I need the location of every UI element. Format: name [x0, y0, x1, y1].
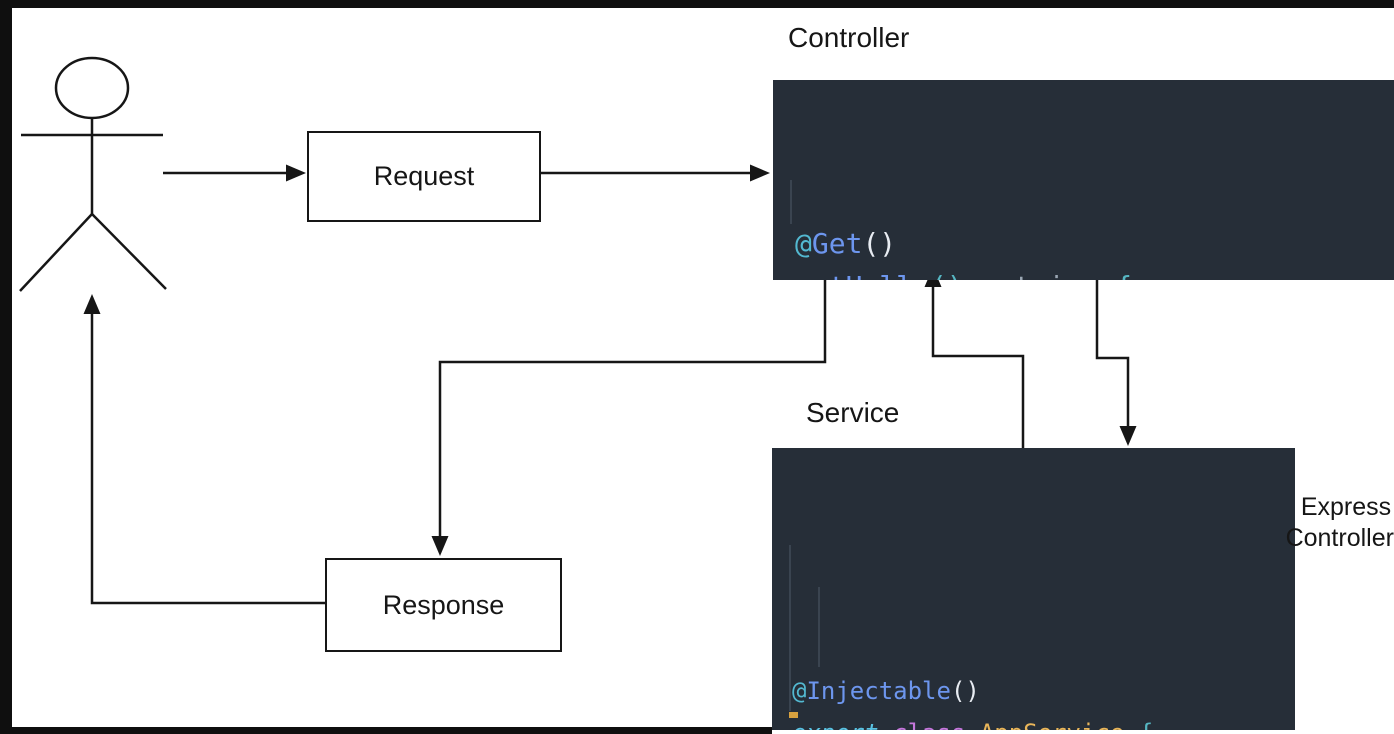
code-token: string	[997, 270, 1098, 280]
code-token	[1098, 270, 1115, 280]
user-head	[54, 56, 130, 120]
code-line: getHello(): string {	[795, 265, 1394, 280]
code-token: Get	[811, 227, 863, 260]
code-token	[965, 719, 979, 730]
controller-code-block: @Get()getHello(): string { return this.a…	[773, 80, 1394, 280]
code-token: @	[792, 677, 807, 705]
code-token: Injectable	[806, 677, 951, 705]
response-label: Response	[382, 589, 505, 620]
frame-top-bar	[0, 0, 1394, 8]
code-line: export class AppService {	[792, 712, 1295, 730]
connector-service-to-controller	[924, 267, 1025, 448]
frame-bottom-bar	[0, 727, 772, 734]
user-leg-left	[19, 213, 93, 292]
connector-path	[1095, 267, 1130, 428]
code-token: {	[1115, 270, 1132, 280]
indent-guide	[789, 545, 791, 711]
side-note-line2: Controllers	[1285, 524, 1394, 552]
arrowhead-right-icon	[286, 164, 306, 182]
side-note-line1: Express	[1300, 493, 1392, 521]
service-code-block: @Injectable()export class AppService { g…	[772, 448, 1295, 730]
request-box: Request	[307, 131, 541, 222]
connector-path	[90, 312, 325, 605]
clipped-code-artifact	[789, 712, 798, 718]
code-token: :	[964, 270, 981, 280]
code-token: class	[893, 719, 965, 730]
code-token: ()	[862, 227, 897, 260]
arrowhead-right-icon	[750, 164, 770, 182]
controller-title: Controller	[788, 22, 910, 53]
arrowhead-down-icon	[431, 536, 449, 556]
code-token: AppService	[980, 719, 1125, 730]
response-box: Response	[325, 558, 562, 652]
express-controllers-note: Express Controllers	[1280, 492, 1394, 554]
request-label: Request	[373, 161, 475, 191]
user-stick-figure	[19, 56, 167, 292]
code-token: ()	[930, 270, 964, 280]
arrowhead-up-icon	[83, 294, 101, 314]
code-line: @Injectable()	[792, 670, 1295, 712]
service-title: Service	[806, 397, 900, 428]
connector-path	[438, 267, 827, 538]
indent-guide	[790, 180, 792, 224]
frame-left-bar	[0, 0, 12, 734]
code-token: ()	[950, 677, 980, 705]
connector-path	[931, 285, 1025, 448]
code-token: @	[795, 227, 812, 260]
code-token	[980, 270, 997, 280]
indent-guide	[818, 587, 820, 667]
connector-controller-to-response	[431, 267, 827, 556]
arrowhead-down-icon	[1119, 426, 1137, 446]
connector-controller-to-service	[1095, 267, 1137, 446]
code-token	[1124, 719, 1138, 730]
code-token	[879, 719, 893, 730]
code-token: {	[1139, 719, 1153, 730]
code-token: export	[792, 719, 879, 730]
arrow-user-to-request	[163, 164, 306, 182]
user-leg-right	[91, 213, 167, 290]
arrow-request-to-controller	[537, 164, 770, 182]
code-token: getHello	[795, 270, 930, 280]
code-line: @Get()	[795, 222, 1394, 265]
connector-response-to-user	[83, 294, 325, 605]
